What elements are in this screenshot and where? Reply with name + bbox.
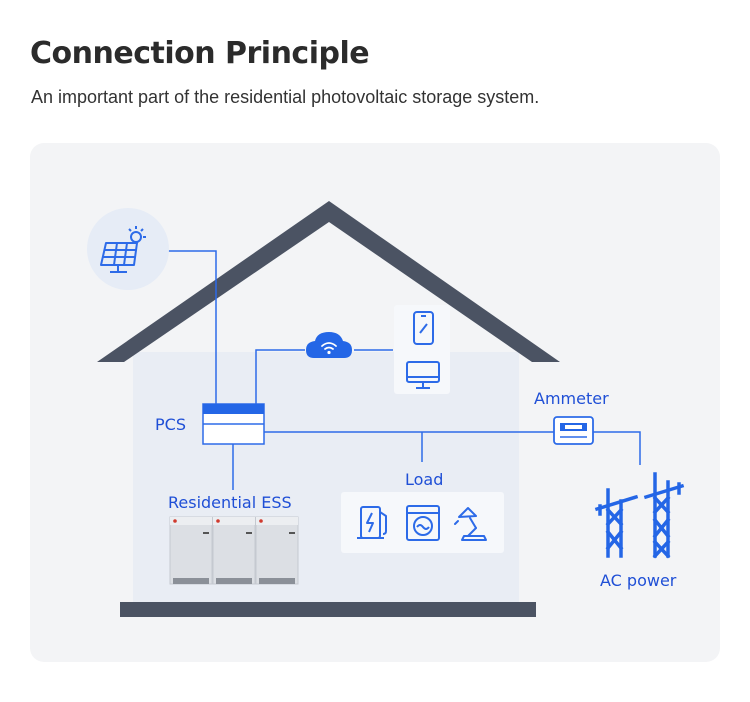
ev-charger-icon	[357, 506, 387, 539]
battery-icon	[169, 516, 299, 585]
monitor-icon	[406, 361, 440, 389]
solar-panel-icon	[87, 208, 169, 290]
page-title: Connection Principle	[30, 36, 370, 71]
ammeter-label: Ammeter	[534, 389, 609, 408]
residential-ess-label: Residential ESS	[168, 493, 292, 512]
ammeter-to-grid-line	[593, 431, 641, 465]
pcs-inverter-icon	[202, 403, 265, 445]
solar-to-pcs-line	[168, 250, 217, 404]
house-roof	[97, 201, 560, 362]
load-box	[341, 492, 504, 553]
house-ground	[120, 602, 536, 617]
desk-lamp-icon	[454, 507, 487, 541]
page-subtitle: An important part of the residential pho…	[31, 87, 540, 107]
washing-machine-icon	[406, 505, 440, 541]
connection-lines	[168, 250, 641, 490]
cloud-wifi-icon	[306, 332, 352, 358]
power-tower-icon	[594, 472, 685, 559]
phone-icon	[413, 311, 434, 345]
ammeter-icon	[553, 416, 594, 445]
devices-box	[394, 305, 450, 394]
ac-power-label: AC power	[600, 571, 677, 590]
load-label: Load	[405, 470, 444, 489]
pcs-to-cloud-line	[255, 349, 305, 404]
pcs-label: PCS	[155, 415, 186, 434]
